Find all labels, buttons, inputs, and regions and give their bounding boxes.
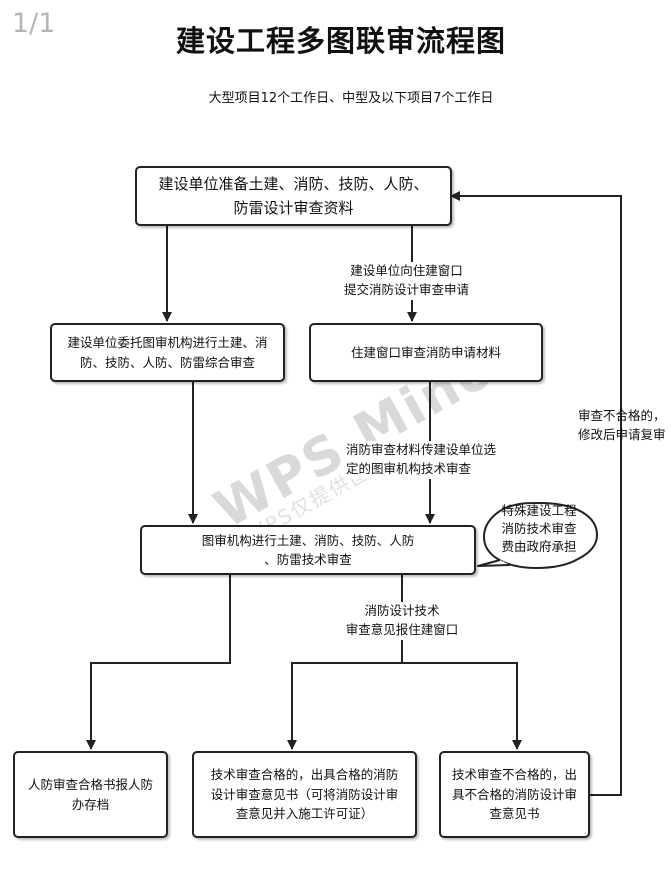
page-title: 建设工程多图联审流程图 (175, 24, 506, 58)
arrow-agency-to-archive (86, 575, 231, 750)
node-window-review: 住建窗口审查消防申请材料 (309, 323, 543, 382)
callout-bubble-tail (477, 559, 511, 567)
arrow-agency-to-fail (402, 662, 522, 750)
node-civil-defense-archive: 人防审查合格书报人防办存档 (13, 751, 168, 838)
callout-note: 特殊建设工程消防技术审查费由政府承担 (501, 503, 577, 555)
node-entrust-agency: 建设单位委托图审机构进行土建、消防、技防、人防、防雷综合审查 (50, 323, 285, 382)
node-agency-technical-review: 图审机构进行土建、消防、技防、人防、防雷技术审查 (140, 525, 476, 575)
page-number: 1/1 (12, 8, 56, 39)
edge-label-transfer-materials: 消防审查材料传建设单位选定的图审机构技术审查 (346, 441, 497, 479)
arrow-agency-to-pass (287, 662, 402, 750)
node-review-pass: 技术审查合格的，出具合格的消防设计审查意见书（可将消防设计审查意见并入施工许可证… (192, 751, 417, 838)
edge-label-resubmit: 审查不合格的，修改后申请复审 (578, 408, 666, 442)
callout-bubble-shape (482, 501, 599, 570)
node-prepare-materials: 建设单位准备土建、消防、技防、人防、防雷设计审查资料 (135, 166, 452, 226)
edge-label-submit-application: 建设单位向住建窗口提交消防设计审查申请 (344, 262, 470, 300)
edge-label-report-opinion: 消防设计技术审查意见报住建窗口 (340, 602, 464, 640)
node-review-fail: 技术审查不合格的，出具不合格的消防设计审查意见书 (439, 751, 590, 838)
page-subtitle: 大型项目12个工作日、中型及以下项目7个工作日 (208, 91, 494, 106)
arrow-resubmit-loop (450, 191, 622, 796)
